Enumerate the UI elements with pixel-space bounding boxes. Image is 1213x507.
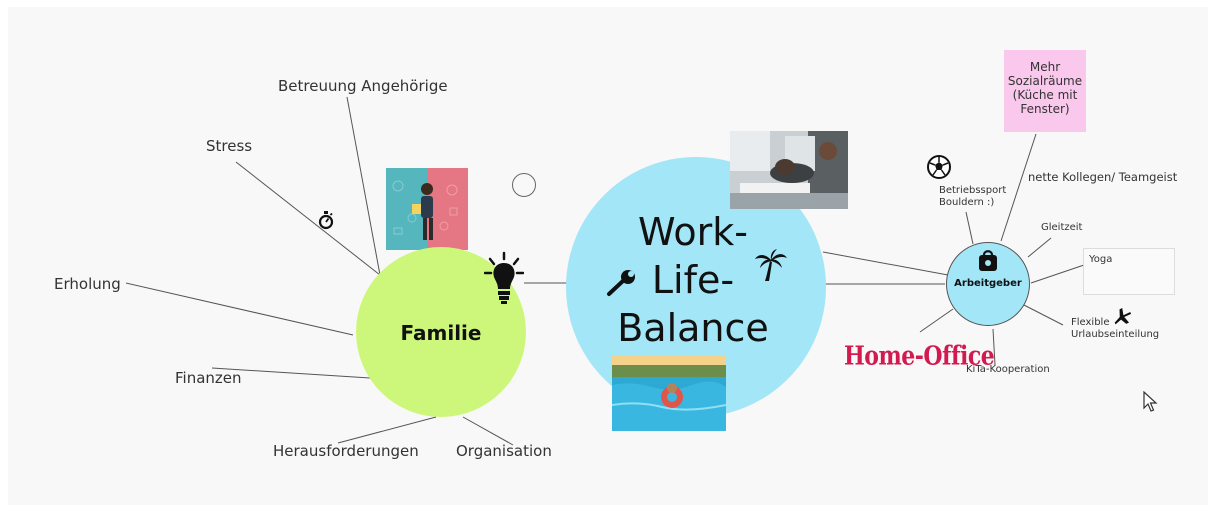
link-yoga <box>1030 264 1085 284</box>
link-stress <box>235 161 381 276</box>
soccer-ball-icon <box>927 155 951 179</box>
connector-lines <box>125 96 1085 446</box>
palm-tree-icon <box>755 249 787 281</box>
link-note <box>1000 133 1037 242</box>
link-kita <box>992 328 996 366</box>
yoga-box[interactable] <box>1083 248 1175 295</box>
note-line-3: (Küche mit <box>1012 88 1078 102</box>
cursor-icon <box>1143 391 1158 412</box>
label-yoga[interactable]: Yoga <box>1089 254 1113 265</box>
center-line-3: Balance <box>617 306 769 350</box>
link-betreuung <box>346 96 381 276</box>
link-flexible <box>1021 303 1064 326</box>
link-herausforderungen <box>337 416 437 444</box>
note-line-2: Sozialräume <box>1007 74 1083 88</box>
bag-icon <box>979 250 997 271</box>
label-finanzen[interactable]: Finanzen <box>175 369 242 387</box>
link-home-office <box>919 308 954 333</box>
label-home-office[interactable]: Home-Office <box>844 340 995 372</box>
link-finanzen <box>211 367 371 379</box>
link-betriebssport <box>965 211 974 245</box>
label-flexible[interactable]: Flexible Urlaubseinteilung <box>1071 317 1159 341</box>
label-herausforderungen[interactable]: Herausforderungen <box>273 442 419 460</box>
office-image[interactable] <box>730 131 848 209</box>
stopwatch-icon <box>318 211 334 230</box>
label-betriebssport-line-1: Betriebssport <box>939 185 1007 196</box>
label-kita[interactable]: KiTa-Kooperation <box>966 364 1050 375</box>
lightbulb-icon <box>484 251 524 304</box>
sticky-note[interactable]: Mehr Sozialräume (Küche mit Fenster) <box>1004 50 1086 132</box>
center-line-1: Work- <box>638 210 748 254</box>
label-flexible-line-1: Flexible <box>1071 317 1110 328</box>
label-stress[interactable]: Stress <box>206 137 253 155</box>
link-erholung <box>125 282 354 336</box>
label-gleitzeit[interactable]: Gleitzeit <box>1041 222 1083 233</box>
mindmap-canvas[interactable]: Betreuung Angehörige Stress Erholung Fin… <box>8 7 1208 505</box>
center-title: Work- Life- Balance <box>608 208 778 352</box>
familie-image[interactable] <box>386 168 468 250</box>
note-line-1: Mehr <box>1029 60 1061 74</box>
familie-title: Familie <box>400 321 482 345</box>
arbeitgeber-title: Arbeitgeber <box>954 278 1022 289</box>
empty-circle-node[interactable] <box>512 173 536 197</box>
pool-image[interactable] <box>612 355 726 431</box>
wrench-icon <box>607 270 635 296</box>
label-betreuung[interactable]: Betreuung Angehörige <box>278 77 448 95</box>
link-organisation <box>462 416 514 446</box>
label-kollegen[interactable]: nette Kollegen/ Teamgeist <box>1028 170 1178 184</box>
link-gleitzeit <box>1027 237 1052 258</box>
label-erholung[interactable]: Erholung <box>54 275 121 293</box>
label-betriebssport-line-2: Bouldern :) <box>939 197 995 208</box>
label-betriebssport[interactable]: Betriebssport Bouldern :) <box>939 185 1006 209</box>
center-line-2: Life- <box>651 258 735 302</box>
note-line-4: Fenster) <box>1020 102 1070 116</box>
label-organisation[interactable]: Organisation <box>456 442 552 460</box>
link-center-arbeitgeber-1 <box>822 251 949 276</box>
airplane-icon <box>1114 308 1131 325</box>
label-flexible-line-2: Urlaubseinteilung <box>1071 329 1160 340</box>
